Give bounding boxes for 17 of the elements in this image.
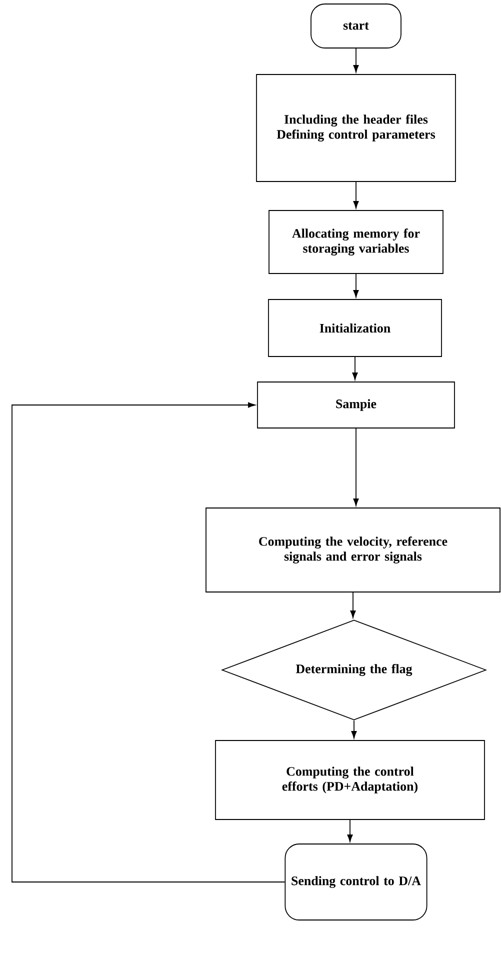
arrow [347,820,353,842]
terminal-box: Sending control to D/A [284,844,428,920]
process-box: Including the header files Defining control parameters [256,74,456,182]
arrow [12,402,286,882]
terminal-box: start [310,4,402,48]
arrow [353,274,359,298]
process-box: Sampie [257,382,455,428]
arrow [350,592,356,618]
process-box: Allocating memory for storaging variables [268,210,444,274]
process-box: Computing the velocity, reference signals and error signals [206,508,500,592]
arrow [351,720,357,738]
process-box: Computing the control efforts (PD+Adaptation) [215,740,485,820]
process-box: Initialization [268,299,442,357]
arrow [353,182,359,208]
arrow [353,48,359,72]
arrow [353,428,359,506]
arrow [352,356,358,380]
